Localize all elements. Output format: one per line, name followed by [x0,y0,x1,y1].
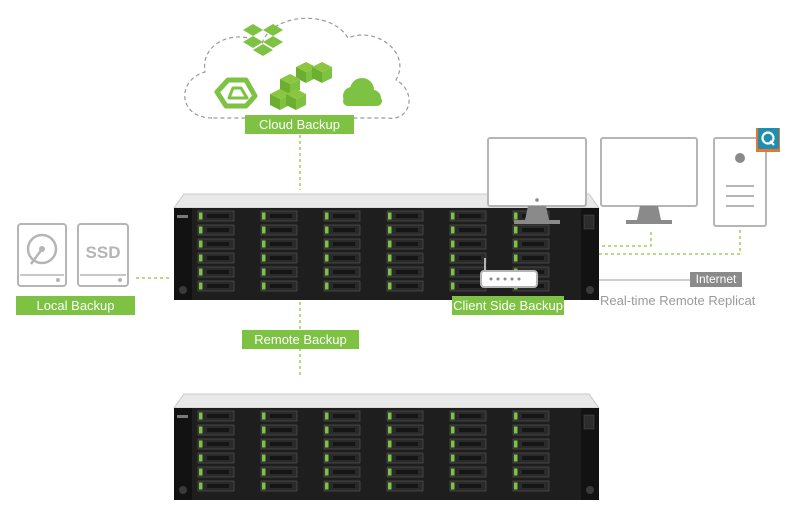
drive-bay [449,210,487,222]
drive-bay [197,452,235,464]
drive-bay [512,452,550,464]
drive-bay [197,252,235,264]
drive-bay [386,466,424,478]
drive-bay [323,480,361,492]
internet-badge: Internet [690,272,742,287]
app-badge-icon [756,128,780,152]
ssd-icon: SSD [77,223,129,287]
drive-bay [260,480,298,492]
dropbox-icon [243,24,283,56]
drive-bay [449,438,487,450]
drive-bay [449,410,487,422]
drive-bay [260,238,298,250]
drive-bay [512,224,550,236]
drive-bay [323,410,361,422]
drive-bay [386,252,424,264]
ssd-label: SSD [86,243,121,262]
drive-bay [386,238,424,250]
drive-bay [323,266,361,278]
drive-bay [449,224,487,236]
drive-bay [386,452,424,464]
local-backup-label: Local Backup [16,296,135,315]
drive-bay [260,224,298,236]
drive-bay [323,438,361,450]
drive-bay [323,280,361,292]
drive-bay [386,480,424,492]
drive-bay [386,424,424,436]
drive-bay [386,280,424,292]
drive-bay [386,438,424,450]
google-drive-icon [214,77,258,109]
monitor-icon-2 [600,137,698,224]
drive-bay [197,224,235,236]
drive-bay [260,210,298,222]
pc-tower-icon [713,137,767,227]
drive-bay [512,438,550,450]
drive-bay [323,238,361,250]
router-icon [480,258,538,288]
drive-bay [260,410,298,422]
drive-bay [323,224,361,236]
drive-bay [386,410,424,422]
remote-backup-label: Remote Backup [242,330,359,349]
drive-bay [260,438,298,450]
realtime-replication-text: Real-time Remote Replicat [600,293,756,308]
drive-bay [260,452,298,464]
drive-bay [449,424,487,436]
client-side-backup-label: Client Side Backup [452,296,564,315]
drive-bay [323,466,361,478]
drive-bay [449,252,487,264]
drive-bay [512,238,550,250]
drive-bay [386,224,424,236]
drive-bay [386,210,424,222]
drive-bay [197,424,235,436]
drive-bay [323,210,361,222]
drive-bay [197,480,235,492]
drive-bay [197,466,235,478]
drive-bay [449,480,487,492]
drive-bay [197,410,235,422]
hdd-icon [17,223,67,287]
drive-bay [449,238,487,250]
drive-bay [260,280,298,292]
drive-bay [323,424,361,436]
drive-bay [260,466,298,478]
drive-bay [512,466,550,478]
drive-bay [512,424,550,436]
drive-bay [197,280,235,292]
drive-bay [449,466,487,478]
drive-bay [323,252,361,264]
drive-bay [197,238,235,250]
drive-bay [260,424,298,436]
drive-bay [386,266,424,278]
drive-bay [512,252,550,264]
drive-bay [512,480,550,492]
drive-bay [512,410,550,422]
onedrive-icon [343,78,382,106]
monitor-icon [487,137,587,224]
drive-bay [197,266,235,278]
nas-server-remote [173,393,600,501]
drive-bay [260,266,298,278]
drive-bay [260,252,298,264]
drive-bay [323,452,361,464]
drive-bay [197,210,235,222]
drive-bay [197,438,235,450]
drive-bay [449,452,487,464]
cloud-backup-label: Cloud Backup [245,115,354,134]
